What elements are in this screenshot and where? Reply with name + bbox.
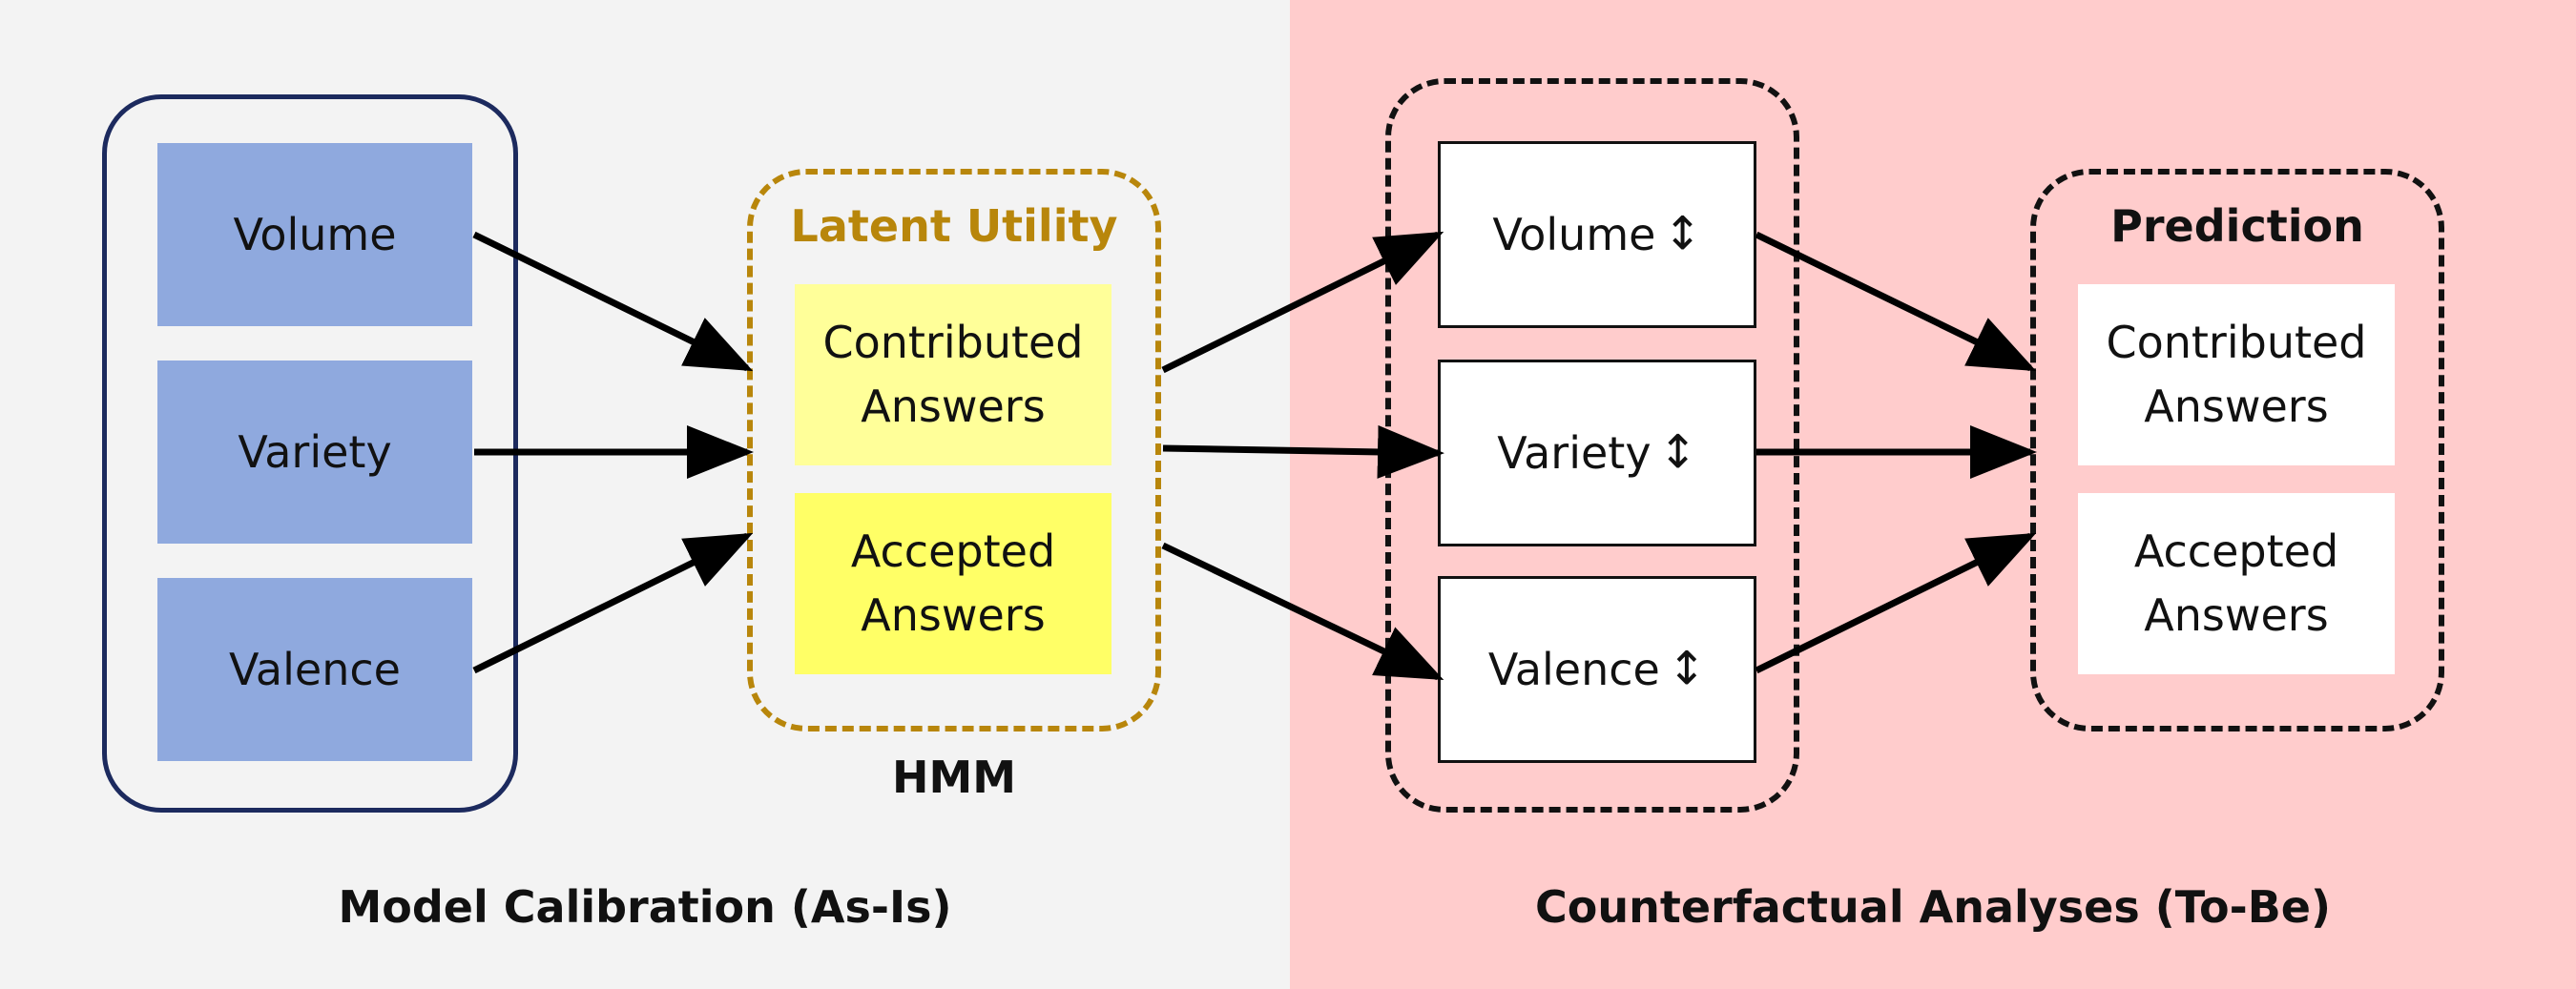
hmm-accepted-box: Accepted Answers: [795, 493, 1111, 674]
hmm-contributed-label: Contributed Answers: [822, 317, 1084, 432]
up-down-arrow-icon: ↕: [1658, 425, 1697, 480]
arrow-hmm-to-cf-variety: [1162, 424, 1444, 479]
calibration-caption: Model Calibration (As-Is): [338, 881, 952, 933]
hmm-accepted-label: Accepted Answers: [850, 525, 1056, 641]
input-volume-box: Volume: [157, 143, 472, 326]
arrow-hmm-to-cf-valence: [1161, 542, 1444, 681]
hmm-label: HMM: [891, 752, 1017, 803]
arrow-cf-volume-to-prediction: [1755, 231, 2037, 372]
counterfactual-caption: Counterfactual Analyses (To-Be): [1535, 881, 2331, 933]
cf-variety-label: Variety: [1497, 426, 1652, 479]
hmm-contributed-box: Contributed Answers: [795, 284, 1111, 465]
arrow-valence-to-hmm: [472, 532, 754, 674]
cf-valence-label: Valence: [1487, 643, 1660, 695]
arrow-volume-to-hmm: [472, 231, 754, 372]
input-variety-label: Variety: [238, 425, 392, 478]
latent-utility-title: Latent Utility: [790, 200, 1118, 252]
prediction-contributed-label: Contributed Answers: [2106, 317, 2367, 432]
arrow-cf-valence-to-prediction: [1755, 532, 2037, 674]
cf-volume-box: Volume↕: [1438, 141, 1756, 328]
up-down-arrow-icon: ↕: [1667, 642, 1707, 696]
prediction-accepted-label: Accepted Answers: [2133, 525, 2339, 641]
input-variety-box: Variety: [157, 361, 472, 544]
arrow-hmm-to-cf-volume: [1161, 231, 1444, 374]
input-valence-label: Valence: [229, 643, 401, 695]
input-volume-label: Volume: [233, 208, 397, 260]
input-valence-box: Valence: [157, 578, 472, 761]
prediction-contributed-box: Contributed Answers: [2078, 284, 2395, 465]
prediction-title: Prediction: [2110, 200, 2364, 252]
prediction-accepted-box: Accepted Answers: [2078, 493, 2395, 674]
cf-variety-box: Variety↕: [1438, 360, 1756, 546]
up-down-arrow-icon: ↕: [1663, 207, 1702, 261]
cf-volume-label: Volume: [1492, 208, 1656, 260]
